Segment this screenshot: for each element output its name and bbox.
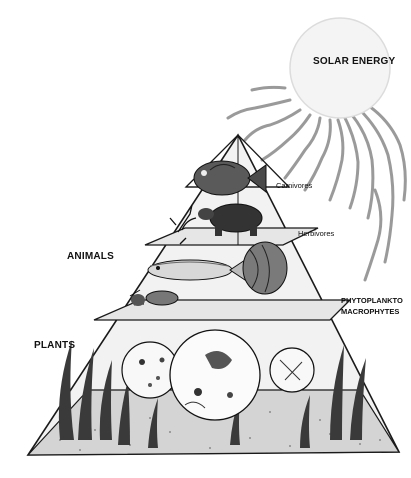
- herbivores-label: Herbivores: [298, 229, 334, 238]
- clam-icon: [243, 242, 287, 294]
- plankton-circle-icon: [270, 348, 314, 392]
- microorganism-circle-icon: [170, 330, 260, 420]
- sun-icon: [290, 18, 390, 118]
- solar-energy-label: SOLAR ENERGY: [313, 56, 395, 67]
- phytoplankton-label: PHYTOPLANKTO: [341, 296, 403, 305]
- macrophytes-label: MACROPHYTES: [341, 307, 399, 316]
- plankton-circle-icon: [122, 342, 178, 398]
- carnivores-label: Carnivores: [276, 181, 312, 190]
- plants-label: PLANTS: [34, 340, 75, 351]
- animals-label: ANIMALS: [67, 251, 114, 262]
